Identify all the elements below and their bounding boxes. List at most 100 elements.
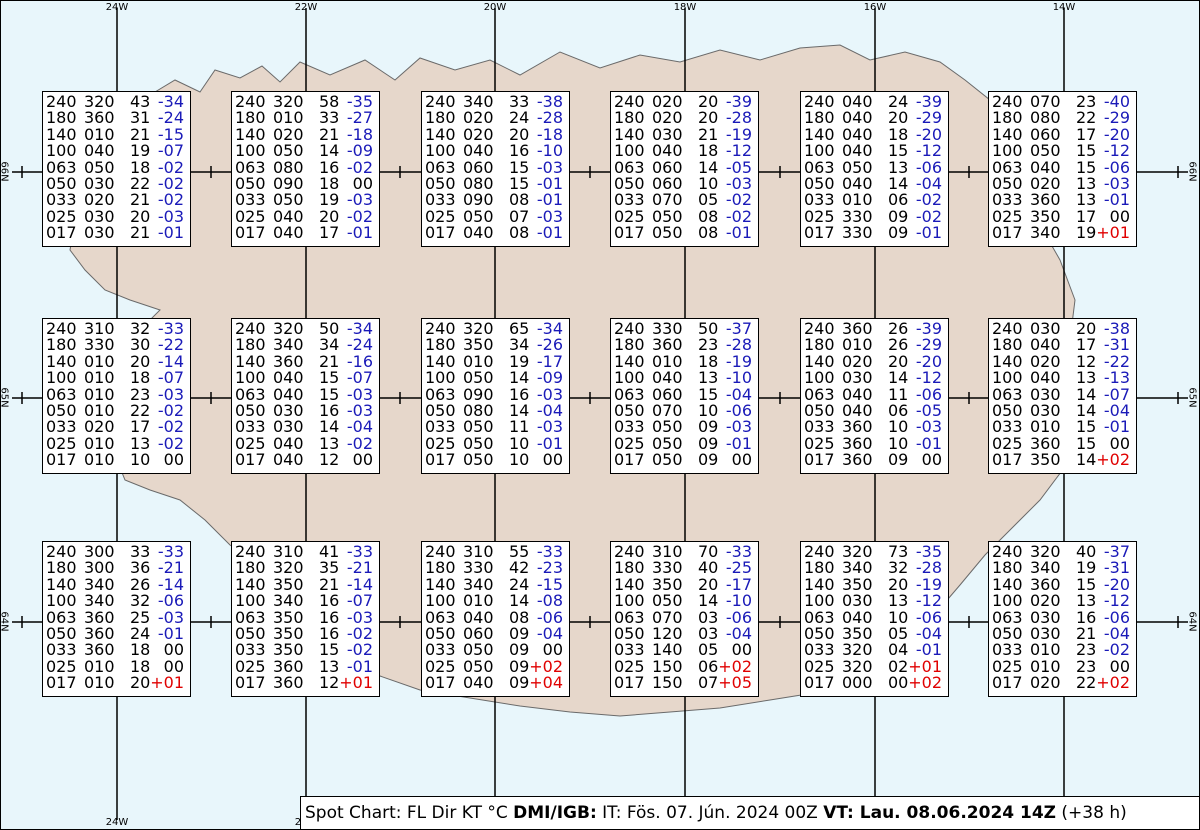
wind-speed: 15 xyxy=(888,141,909,161)
temperature: -03 xyxy=(536,417,563,437)
lon-label-top: 16W xyxy=(863,2,887,13)
wind-speed: 33 xyxy=(509,92,530,111)
wind-direction: 080 xyxy=(463,400,494,420)
flight-level: 100 xyxy=(992,141,1023,161)
wind-speed: 09 xyxy=(509,640,530,660)
temperature: -01 xyxy=(536,173,563,193)
wind-direction: 050 xyxy=(652,206,683,226)
wind-speed: 08 xyxy=(509,223,530,243)
wind-direction: 060 xyxy=(652,173,683,193)
wind-direction: 060 xyxy=(652,157,683,177)
flight-level: 033 xyxy=(804,417,835,437)
temperature: -39 xyxy=(915,319,942,338)
wind-direction: 080 xyxy=(463,173,494,193)
wind-speed: 19 xyxy=(1076,223,1097,243)
temperature: -39 xyxy=(915,92,942,111)
wind-direction: 350 xyxy=(1030,450,1061,470)
flight-level: 240 xyxy=(46,319,77,338)
temperature: -14 xyxy=(346,574,373,594)
temperature: +05 xyxy=(718,673,752,693)
flight-level: 100 xyxy=(804,141,835,161)
temperature: -03 xyxy=(725,173,752,193)
wind-direction: 040 xyxy=(842,173,873,193)
flight-level: 063 xyxy=(614,157,645,177)
wind-direction: 070 xyxy=(652,607,683,627)
wind-direction: 360 xyxy=(273,673,304,693)
wind-direction: 010 xyxy=(1030,640,1061,660)
wind-direction: 350 xyxy=(273,607,304,627)
temperature: -21 xyxy=(346,558,373,578)
flight-level: 063 xyxy=(804,384,835,404)
wind-speed: 26 xyxy=(888,335,909,355)
flight-level: 140 xyxy=(235,351,266,371)
wind-speed: 35 xyxy=(319,558,340,578)
flight-level: 100 xyxy=(614,141,645,161)
wind-speed: 15 xyxy=(1076,574,1097,594)
flight-level: 033 xyxy=(804,190,835,210)
wind-direction: 060 xyxy=(1030,124,1061,144)
wind-speed: 13 xyxy=(1076,368,1097,388)
temperature: -34 xyxy=(536,319,563,338)
wind-speed: 36 xyxy=(130,558,151,578)
flight-level: 240 xyxy=(614,319,645,338)
wind-direction: 360 xyxy=(84,108,115,128)
flight-level: 033 xyxy=(46,640,77,660)
flight-level: 033 xyxy=(992,640,1023,660)
wind-speed: 22 xyxy=(130,400,151,420)
wind-direction: 360 xyxy=(1030,574,1061,594)
flight-level: 180 xyxy=(804,108,835,128)
wind-speed: 09 xyxy=(888,206,909,226)
wind-direction: 310 xyxy=(652,542,683,561)
flight-level: 100 xyxy=(425,368,456,388)
flight-level: 140 xyxy=(992,574,1023,594)
temperature: -15 xyxy=(157,124,184,144)
wind-direction: 030 xyxy=(273,417,304,437)
wind-speed: 21 xyxy=(319,574,340,594)
wind-speed: 18 xyxy=(698,351,719,371)
wind-direction: 030 xyxy=(84,173,115,193)
temperature: 00 xyxy=(921,450,942,470)
wind-speed: 16 xyxy=(319,400,340,420)
wind-direction: 340 xyxy=(1030,223,1061,243)
flight-level: 240 xyxy=(46,92,77,111)
temperature: -03 xyxy=(536,384,563,404)
temperature: -20 xyxy=(1103,124,1130,144)
wind-speed: 15 xyxy=(509,157,530,177)
temperature: -27 xyxy=(346,108,373,128)
flight-level: 063 xyxy=(804,157,835,177)
temperature: 00 xyxy=(163,656,184,676)
flight-level: 180 xyxy=(992,558,1023,578)
wind-direction: 030 xyxy=(273,400,304,420)
wind-speed: 18 xyxy=(319,173,340,193)
temperature: -02 xyxy=(346,623,373,643)
temperature: -02 xyxy=(346,433,373,453)
temperature: -06 xyxy=(1103,157,1130,177)
temperature: -17 xyxy=(725,574,752,594)
flight-level: 063 xyxy=(992,607,1023,627)
flight-level: 025 xyxy=(46,206,77,226)
flight-level: 100 xyxy=(235,141,266,161)
temperature: -12 xyxy=(1103,141,1130,161)
wind-speed: 14 xyxy=(1076,384,1097,404)
